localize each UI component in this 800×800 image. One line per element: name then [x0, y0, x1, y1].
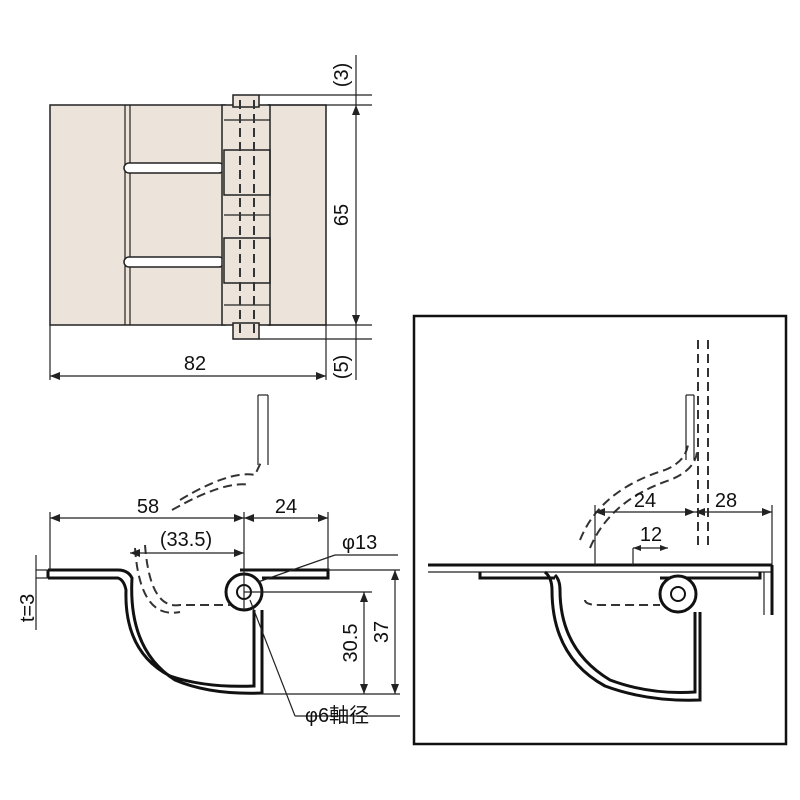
dim-pivot-offset: 24 — [275, 496, 297, 518]
pin-head-top — [232, 94, 260, 108]
hinge-profile — [48, 568, 264, 695]
pin-head-bottom — [232, 322, 260, 340]
install-dim-panel-offset: 28 — [715, 490, 737, 512]
top-view: 65 (3) (5) 82 — [49, 55, 372, 380]
side-view: 58 24 (33.5) φ13 t=3 30.5 37 — [17, 394, 400, 727]
installation-view: 24 28 12 — [412, 314, 788, 746]
dim-pin-diameter: φ6軸径 — [305, 704, 369, 727]
slot-bar-lower — [123, 256, 225, 268]
install-dim-gap: 12 — [640, 524, 662, 546]
hinge-leaf-right — [267, 104, 327, 326]
dim-depth-total: 37 — [371, 621, 393, 643]
dim-width: 82 — [184, 353, 206, 375]
slot-bar-upper — [123, 162, 225, 174]
hinge-leaf-left — [49, 104, 226, 326]
dim-height: 65 — [331, 204, 353, 226]
dim-bottom-clearance: (5) — [331, 355, 353, 379]
dim-knuckle-diameter: φ13 — [342, 532, 377, 554]
dim-depth-inner: 30.5 — [340, 624, 362, 663]
dim-inner-reach: (33.5) — [160, 529, 212, 551]
dim-total-reach: 58 — [137, 496, 159, 518]
dim-top-clearance: (3) — [331, 63, 353, 87]
dim-thickness: t=3 — [17, 594, 39, 622]
install-dim-swing: 24 — [634, 490, 656, 512]
